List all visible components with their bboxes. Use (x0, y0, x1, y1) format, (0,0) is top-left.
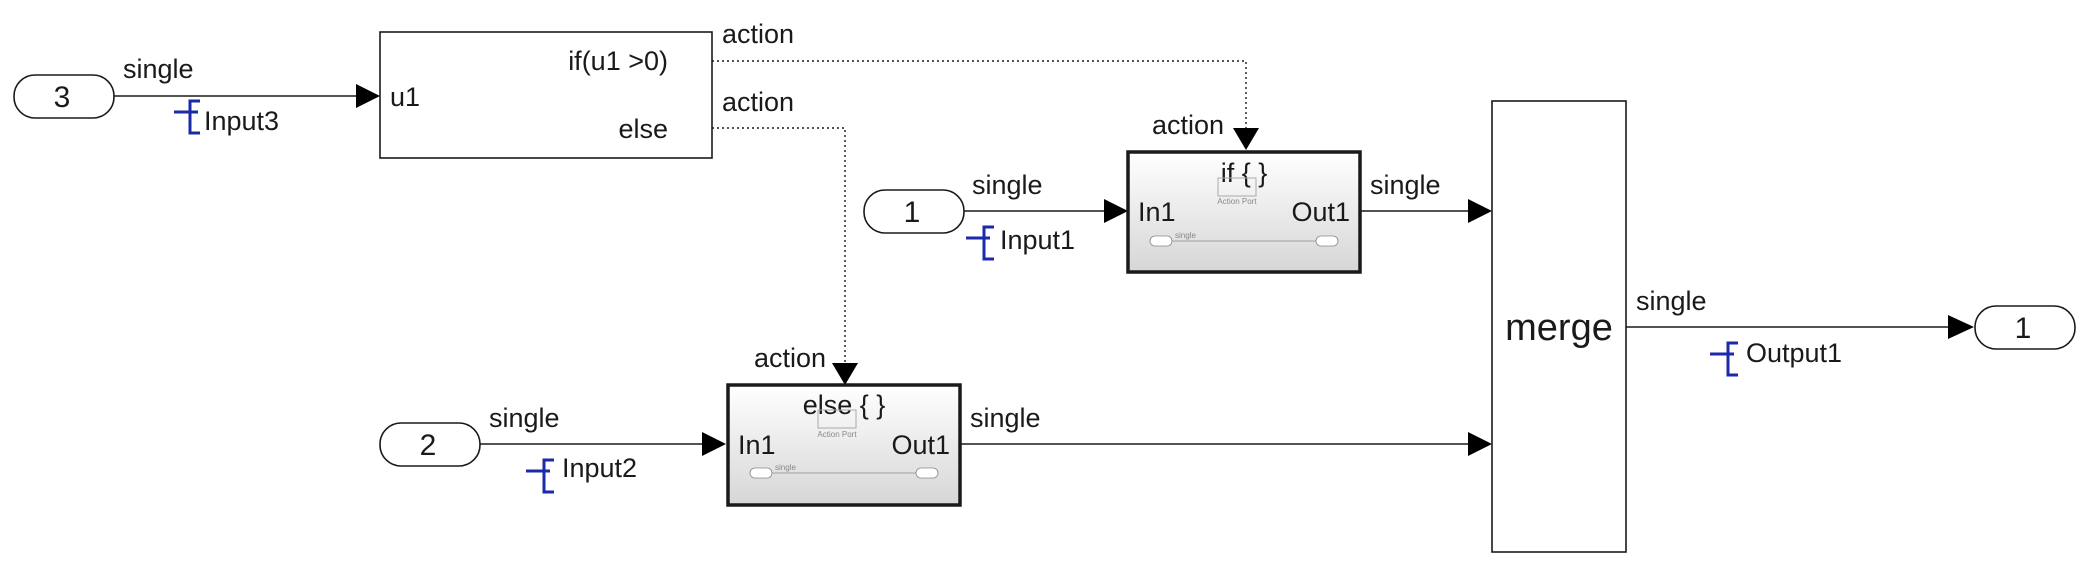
else-action-subsystem[interactable]: else { } Action Port In1 Out1 single (726, 383, 962, 507)
else-subsystem-in-port: In1 (738, 430, 776, 460)
merge-block[interactable]: merge (1491, 100, 1627, 553)
signal-type-input3: single (123, 54, 194, 84)
arrowhead-icon (1468, 432, 1492, 456)
if-subsystem-in-port: In1 (1138, 197, 1176, 227)
action-output-label-2: action (722, 87, 794, 117)
if-action-subsystem[interactable]: if { } Action Port In1 Out1 single (1126, 150, 1362, 274)
arrowhead-icon (832, 363, 858, 385)
signal-type-output1: single (1636, 286, 1707, 316)
outport-1-block[interactable]: 1 (1974, 305, 2076, 350)
if-condition-label: if(u1 >0) (568, 46, 668, 76)
signal-line-output1[interactable] (1626, 315, 1974, 339)
signal-logging-icon (526, 458, 554, 494)
if-action-port-caption: Action Port (1217, 197, 1257, 206)
signal-line-input2[interactable] (480, 432, 726, 456)
else-subsystem-title: else { } (803, 390, 886, 420)
signal-name-output1: Output1 (1746, 338, 1842, 368)
if-block[interactable]: u1 if(u1 >0) else (379, 31, 713, 159)
inport-2-block[interactable]: 2 (379, 422, 481, 467)
inport-1-block[interactable]: 1 (863, 189, 965, 234)
signal-line-if-out[interactable] (1360, 199, 1492, 223)
inport-1-label: 1 (904, 196, 921, 229)
arrowhead-icon (1948, 315, 1974, 339)
else-subsystem-preview: single (749, 463, 939, 479)
inport-3-label: 3 (54, 81, 71, 114)
action-output-label-1: action (722, 19, 794, 49)
signal-line-input3[interactable] (114, 84, 380, 108)
signal-type-if-out: single (1370, 170, 1441, 200)
else-subsystem-action-label: action (754, 343, 826, 373)
outport-1-label: 1 (2015, 312, 2032, 345)
signal-line-else-out[interactable] (960, 432, 1492, 456)
if-block-input-port: u1 (390, 82, 420, 112)
arrowhead-icon (1233, 128, 1259, 150)
action-port-icon (817, 409, 857, 429)
signal-name-input3: Input3 (204, 106, 279, 136)
arrowhead-icon (702, 432, 726, 456)
else-label: else (618, 114, 668, 144)
signal-type-else-out: single (970, 403, 1041, 433)
if-inner-signal: single (1175, 231, 1196, 240)
signal-logging-icon (966, 225, 994, 261)
inport-2-label: 2 (420, 429, 437, 462)
action-line-if[interactable] (712, 60, 1259, 150)
arrowhead-icon (1104, 199, 1128, 223)
else-subsystem-out-port: Out1 (891, 430, 950, 460)
if-subsystem-action-label: action (1152, 110, 1224, 140)
arrowhead-icon (1468, 199, 1492, 223)
merge-label: merge (1505, 307, 1613, 349)
arrowhead-icon (356, 84, 380, 108)
signal-line-input1[interactable] (964, 199, 1128, 223)
else-action-port-caption: Action Port (817, 430, 857, 439)
signal-type-input2: single (489, 403, 560, 433)
if-subsystem-preview: single (1149, 231, 1339, 247)
signal-logging-icon (1710, 341, 1738, 377)
signal-type-input1: single (972, 170, 1043, 200)
if-subsystem-out-port: Out1 (1291, 197, 1350, 227)
if-subsystem-title: if { } (1221, 158, 1268, 188)
signal-logging-icon (174, 99, 200, 135)
action-line-else[interactable] (712, 127, 858, 385)
signal-name-input1: Input1 (1000, 225, 1075, 255)
action-port-icon (1217, 177, 1257, 197)
inport-3-block[interactable]: 3 (13, 74, 115, 119)
else-inner-signal: single (775, 463, 796, 472)
signal-name-input2: Input2 (562, 453, 637, 483)
